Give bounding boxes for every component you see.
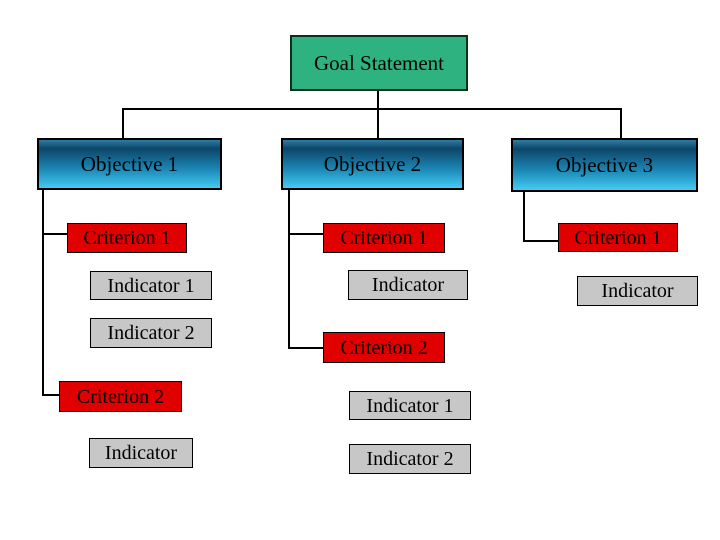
connector-objective-2-criterion-2-stub [288,347,324,349]
objective-2-criterion-1-label: Criterion 1 [340,227,428,249]
connector-objective-1-criterion-2-stub [42,394,60,396]
goal-statement-box: Goal Statement [290,35,468,91]
objective-3-label: Objective 3 [555,152,654,177]
objective-2-indicator-2-label: Indicator 1 [366,394,454,417]
objective-3-indicator-1-label: Indicator [601,280,674,302]
objective-1-indicator-2-label: Indicator 2 [107,322,195,344]
objective-2-indicator-1-box: Indicator [348,270,468,300]
objective-1-label: Objective 1 [80,151,179,176]
objective-3-indicator-1-box: Indicator [577,276,698,306]
connector-trunk [122,108,621,110]
objective-1-criterion-2-label: Criterion 2 [76,385,165,408]
objective-2-indicator-2-box: Indicator 1 [349,391,471,420]
connector-objective-2-drop [377,108,379,138]
objective-1-criterion-1-box: Criterion 1 [67,223,187,253]
objective-2-criterion-2-label: Criterion 2 [340,336,428,359]
objective-2-indicator-3-label: Indicator 2 [366,448,454,470]
objective-2-label: Objective 2 [323,151,422,176]
objective-2-indicator-1-label: Indicator [371,274,445,296]
objective-1-indicator-2-box: Indicator 2 [90,318,212,348]
objective-1-indicator-3-box: Indicator [89,438,193,468]
objective-2-criterion-1-box: Criterion 1 [323,223,445,253]
objective-3-box: Objective 3 [511,138,698,192]
objective-2-indicator-3-box: Indicator 2 [349,444,471,474]
objective-3-criterion-1-box: Criterion 1 [558,223,678,252]
goal-statement-label: Goal Statement [313,50,445,75]
objective-2-criterion-2-box: Criterion 2 [323,332,445,363]
connector-objective-1-criterion-1-stub [42,233,68,235]
connector-objective-3-spine [523,191,525,241]
objective-1-indicator-1-label: Indicator 1 [107,274,195,297]
objective-1-indicator-1-box: Indicator 1 [90,271,212,300]
connector-objective-1-drop [122,108,124,138]
objective-2-box: Objective 2 [281,138,464,190]
objective-1-box: Objective 1 [37,138,222,190]
objective-1-criterion-1-label: Criterion 1 [83,227,171,249]
objective-1-indicator-3-label: Indicator [104,442,178,464]
connector-objective-2-criterion-1-stub [288,233,324,235]
connector-objective-2-spine [288,190,290,348]
connector-objective-3-drop [620,108,622,138]
objective-3-criterion-1-label: Criterion 1 [574,226,662,249]
connector-objective-3-criterion-1-stub [523,240,559,242]
connector-objective-1-spine [42,189,44,395]
connector-goal-drop [377,91,379,109]
objective-1-criterion-2-box: Criterion 2 [59,381,182,412]
